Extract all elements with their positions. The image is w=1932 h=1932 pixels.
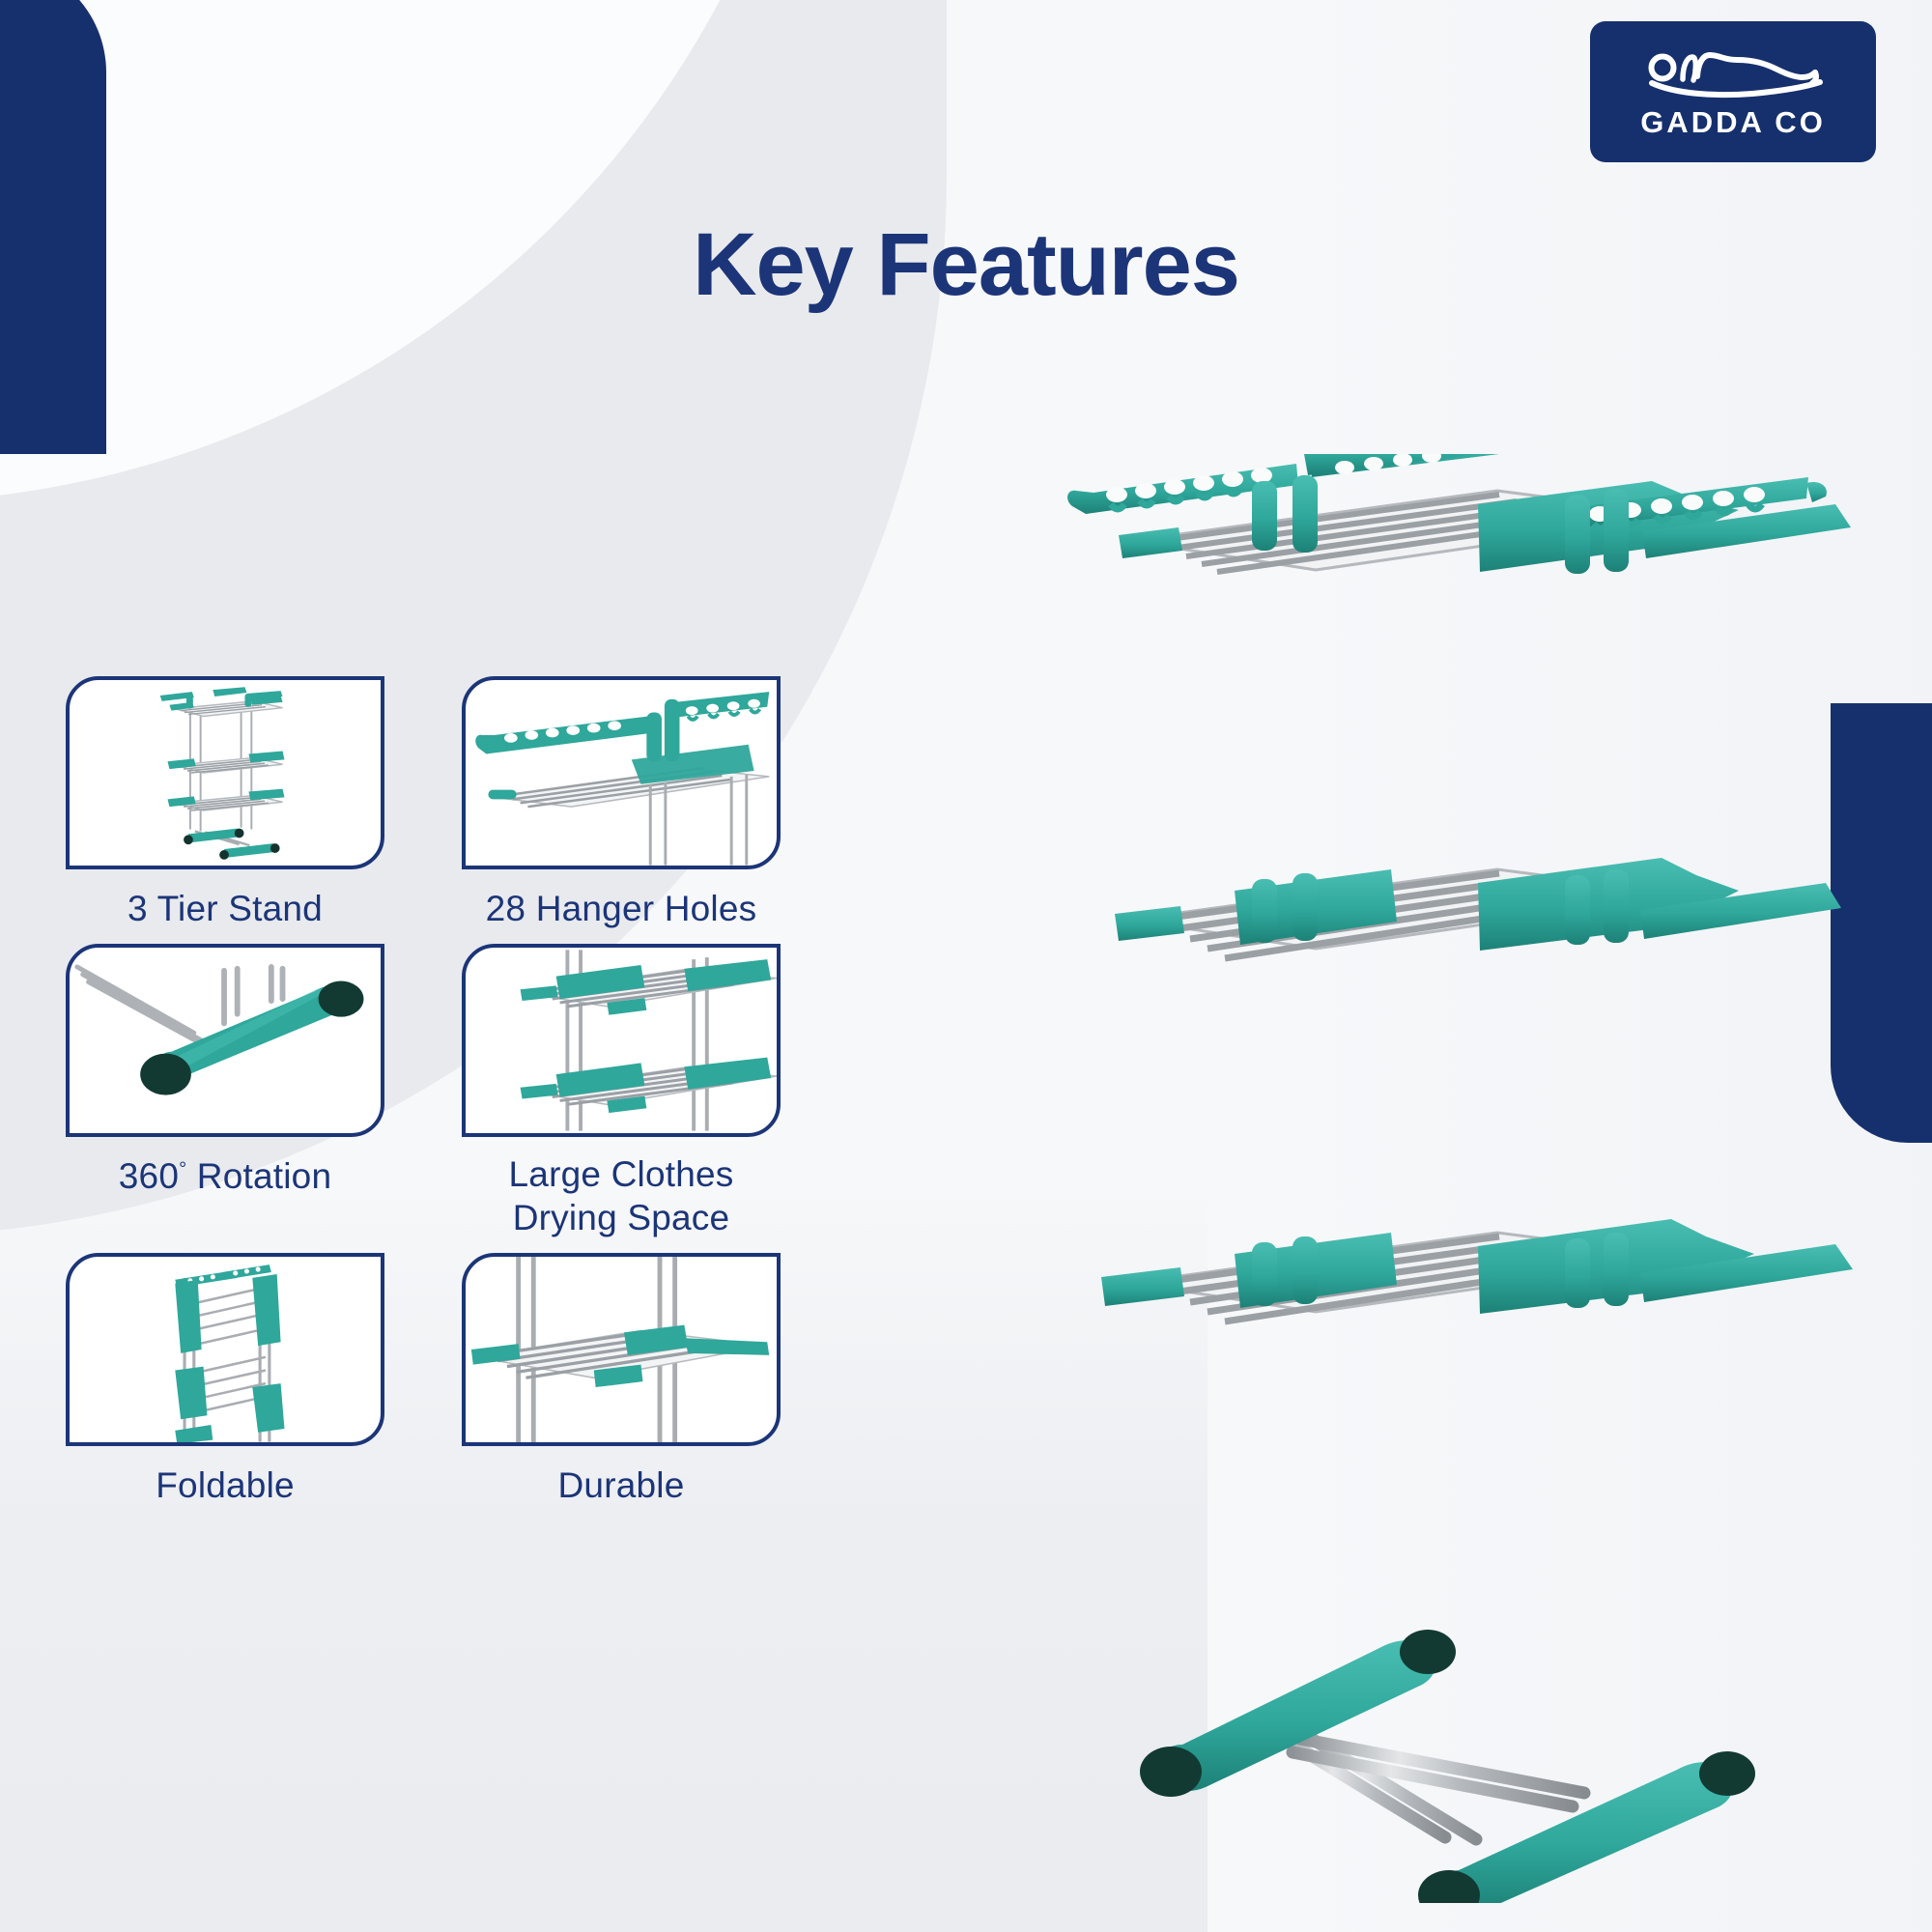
feature-card-three-tier-stand[interactable]: 3 Tier Stand (66, 676, 384, 930)
feature-label-hanger-holes: 28 Hanger Holes (485, 889, 757, 928)
two-shelf-closeup-illustration (520, 950, 777, 1131)
feature-label-durable: Durable (557, 1465, 685, 1506)
rotation-value: 360 (118, 1156, 180, 1197)
feature-grid: 3 Tier Stand (66, 676, 829, 1508)
background-navy-arch-shape (0, 0, 106, 454)
hanger-arm-closeup-illustration (475, 692, 770, 866)
sleeping-figure-mattress-icon (1648, 51, 1823, 98)
background-right-gradient (1256, 0, 1932, 1932)
folded-rack-illustration (175, 1264, 285, 1443)
page-title: Key Features (693, 215, 1240, 314)
feature-label-three-tier-stand: 3 Tier Stand (128, 889, 323, 928)
feature-image-frame (462, 1253, 781, 1447)
feature-card-durable[interactable]: Durable (462, 1253, 781, 1507)
feature-image-frame (66, 944, 384, 1138)
feature-card-rotation[interactable]: 360° Rotation (66, 944, 384, 1239)
feature-label-foldable: Foldable (156, 1465, 295, 1506)
three-tier-drying-rack-illustration (1067, 454, 1853, 1903)
feature-card-hanger-holes[interactable]: 28 Hanger Holes (462, 676, 781, 930)
drying-space-line-2: Drying Space (512, 1198, 730, 1238)
brand-name-text: GADDA CO (1640, 104, 1826, 139)
degree-symbol: ° (179, 1158, 187, 1180)
drying-space-line-1: Large Clothes (508, 1154, 734, 1195)
feature-image-frame (66, 676, 384, 869)
hero-product-image (1063, 454, 1893, 1903)
feature-image-frame (462, 676, 781, 869)
wheeled-base-closeup-illustration (74, 964, 364, 1095)
feature-image-frame (66, 1253, 384, 1447)
feature-image-frame (462, 944, 781, 1138)
rotation-word: Rotation (186, 1156, 332, 1197)
feature-card-foldable[interactable]: Foldable (66, 1253, 384, 1507)
brand-logo-badge: GADDA CO (1590, 21, 1876, 162)
full-rack-illustration (159, 687, 285, 860)
background-navy-right-shape (1831, 703, 1932, 1143)
feature-label-rotation: 360° Rotation (119, 1154, 331, 1198)
shelf-frame-closeup-illustration (470, 1257, 770, 1443)
